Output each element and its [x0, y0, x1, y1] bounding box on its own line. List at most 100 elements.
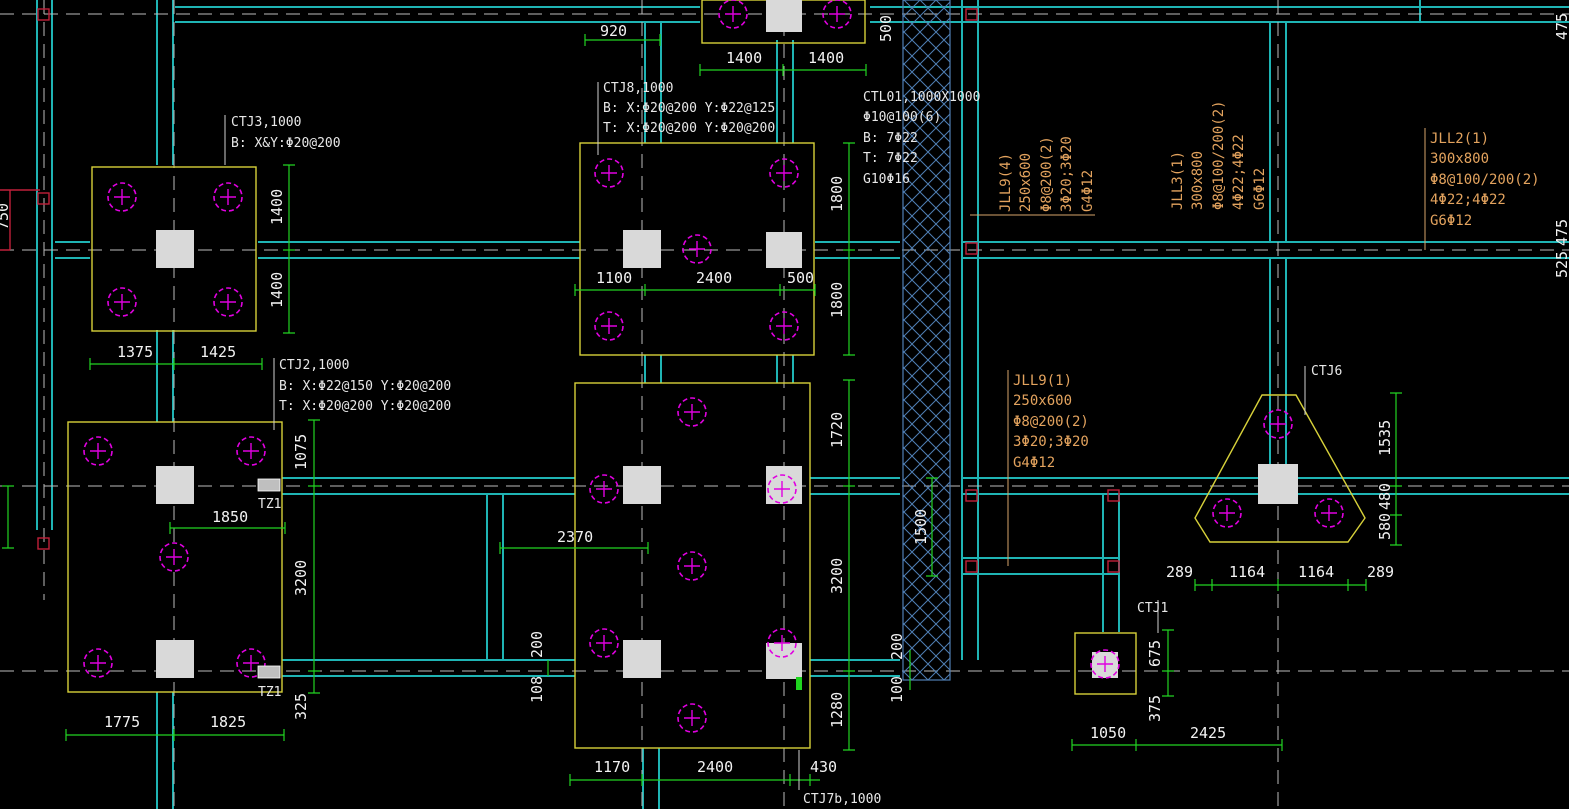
pile-cross-13	[243, 655, 259, 671]
svg-text:1400: 1400	[726, 49, 762, 67]
label-ctj2-b: B: X:Φ22@150 Y:Φ20@200	[279, 379, 451, 394]
jll9-4-line3: Φ8@200(2)	[1039, 136, 1055, 212]
svg-text:500: 500	[787, 269, 814, 287]
svg-text:475: 475	[1553, 219, 1569, 246]
svg-text:1400: 1400	[268, 272, 286, 308]
jll9-4-line2: 250x600	[1018, 153, 1034, 212]
pile-cross-5	[776, 165, 792, 181]
pile-cross-6	[689, 241, 705, 257]
label-ctj1: CTJ1	[1137, 601, 1168, 616]
pile-19	[767, 628, 797, 658]
label-ctj6: CTJ6	[1311, 364, 1342, 379]
cap-top[interactable]	[701, 0, 866, 44]
pile-cross-10	[243, 443, 259, 459]
pile-cross-18	[596, 635, 612, 651]
jll9-4-line5: G4Φ12	[1080, 170, 1096, 212]
svg-text:920: 920	[600, 22, 627, 40]
svg-text:1280: 1280	[828, 692, 846, 728]
svg-text:475: 475	[1553, 13, 1569, 40]
pile-cross-26	[1097, 656, 1113, 672]
svg-text:108: 108	[528, 676, 546, 703]
dimension-lines	[2, 34, 1402, 786]
pile-10	[236, 436, 266, 466]
ctl-line2: Φ10@100(6)	[863, 110, 941, 125]
svg-text:1425: 1425	[200, 343, 236, 361]
jll3-line4: 4Φ22;4Φ22	[1231, 134, 1247, 210]
pile-cross-2	[114, 294, 130, 310]
pile-22	[822, 0, 852, 29]
jll3-line5: G6Φ12	[1252, 168, 1268, 210]
svg-text:1775: 1775	[104, 713, 140, 731]
pile-9	[83, 436, 113, 466]
pile-cross-12	[90, 655, 106, 671]
label-ctj8-t: T: X:Φ20@200 Y:Φ20@200	[603, 121, 775, 136]
pile-cross-20	[684, 710, 700, 726]
pile-cross-21	[725, 6, 741, 22]
ctl-line3: B: 7Φ22	[863, 131, 918, 146]
pile-26	[1090, 649, 1120, 679]
pile-21	[718, 0, 748, 29]
pile-cross-19	[774, 635, 790, 651]
svg-text:1170: 1170	[594, 758, 630, 776]
svg-text:480: 480	[1376, 483, 1394, 510]
label-ctj2-t: T: X:Φ20@200 Y:Φ20@200	[279, 399, 451, 414]
ctl-line4: T: 7Φ22	[863, 151, 918, 166]
pile-12	[83, 648, 113, 678]
svg-text:1800: 1800	[828, 282, 846, 318]
svg-text:500: 500	[877, 15, 895, 42]
leader-lines	[224, 82, 1426, 790]
cap-ctj3[interactable]	[91, 166, 257, 332]
pile-cross-15	[596, 481, 612, 497]
pile-8	[769, 311, 799, 341]
columns	[156, 0, 1298, 679]
jll9-1-line4: 3Φ20;3Φ20	[1013, 434, 1089, 450]
beam-grid	[36, 0, 1569, 809]
cap-labels: CTJ3,1000 B: X&Y:Φ20@200 CTJ8,1000 B: X:…	[231, 81, 1342, 807]
cap-ctj7b[interactable]	[574, 382, 811, 749]
jll2-line2: 300x800	[1430, 151, 1489, 167]
jll9-1-line1: JLL9(1)	[1013, 373, 1072, 389]
pile-cross-11	[166, 549, 182, 565]
pile-1	[213, 182, 243, 212]
pile-cross-9	[90, 443, 106, 459]
pile-cross-8	[776, 318, 792, 334]
svg-text:750: 750	[0, 203, 12, 230]
svg-text:325: 325	[292, 693, 310, 720]
svg-text:2400: 2400	[697, 758, 733, 776]
pile-17	[677, 551, 707, 581]
svg-text:1825: 1825	[210, 713, 246, 731]
svg-text:1400: 1400	[268, 189, 286, 225]
svg-text:1500: 1500	[912, 509, 930, 545]
pile-11	[159, 542, 189, 572]
pile-cross-4	[601, 165, 617, 181]
cap-ctj2[interactable]	[67, 421, 283, 693]
pile-6	[682, 234, 712, 264]
pile-0	[107, 182, 137, 212]
pile-cross-14	[684, 404, 700, 420]
pile-caps	[67, 0, 1366, 749]
cap-ctj8[interactable]	[579, 142, 815, 356]
label-ctj3-b: B: X&Y:Φ20@200	[231, 136, 341, 151]
svg-text:430: 430	[810, 758, 837, 776]
jll2-line4: 4Φ22;4Φ22	[1430, 192, 1506, 208]
jll3-line3: Φ8@100/200(2)	[1211, 100, 1227, 210]
pile-cross-7	[601, 318, 617, 334]
label-ctj2: CTJ2,1000	[279, 358, 349, 373]
pile-20	[677, 703, 707, 733]
pile-cross-24	[1219, 505, 1235, 521]
jll9-1-line2: 250x600	[1013, 393, 1072, 409]
pile-2	[107, 287, 137, 317]
svg-text:1100: 1100	[596, 269, 632, 287]
pile-13	[236, 648, 266, 678]
pile-16	[767, 474, 797, 504]
svg-text:1720: 1720	[828, 412, 846, 448]
pile-4	[594, 158, 624, 188]
pile-cross-0	[114, 189, 130, 205]
pile-cross-1	[220, 189, 236, 205]
svg-text:3200: 3200	[292, 560, 310, 596]
cap-ctj6[interactable]	[1194, 394, 1366, 543]
svg-text:289: 289	[1367, 563, 1394, 581]
cap-ctj1[interactable]	[1074, 632, 1137, 695]
label-ctj7b: CTJ7b,1000	[803, 792, 881, 807]
